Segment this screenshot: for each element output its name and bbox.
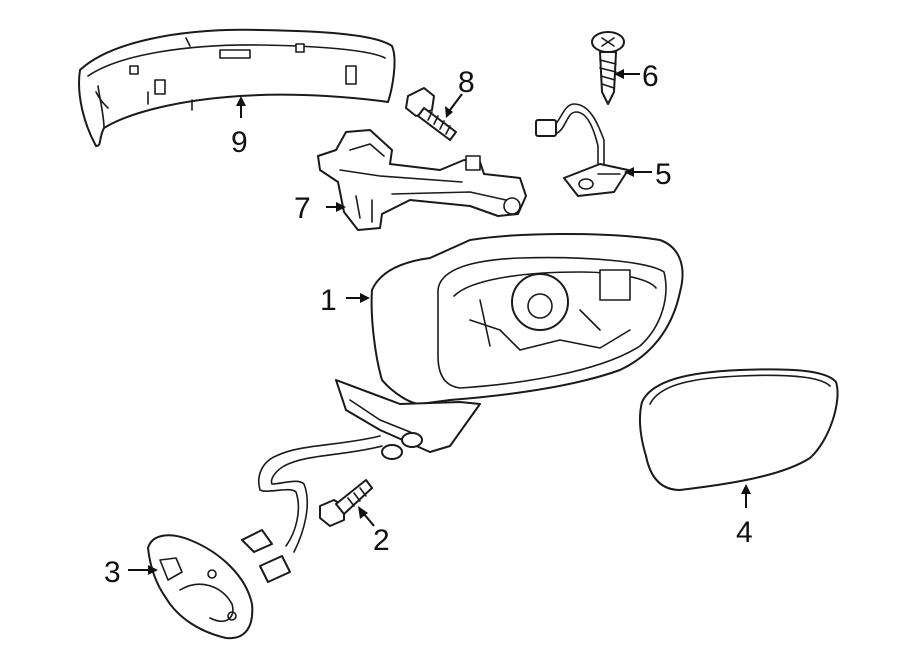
callout-9-label: 9 (231, 126, 248, 159)
callout-6-label: 6 (642, 60, 659, 93)
callout-5-label: 5 (655, 158, 672, 191)
part-8-bolt[interactable] (405, 87, 457, 141)
callout-6: 6 (614, 60, 659, 93)
callout-8: 8 (445, 66, 475, 118)
part-4-mirror-glass[interactable] (638, 368, 839, 491)
callout-2: 2 (358, 506, 390, 557)
wire-harness[interactable] (241, 435, 383, 583)
part-2-bolt[interactable] (319, 479, 373, 527)
part-6-screw[interactable] (591, 31, 625, 105)
callout-1: 1 (320, 284, 370, 317)
callout-7-label: 7 (294, 192, 311, 225)
callout-3-label: 3 (104, 556, 121, 589)
part-1-mirror-housing[interactable] (335, 233, 684, 460)
callout-8-label: 8 (458, 66, 475, 99)
callout-2-label: 2 (373, 524, 390, 557)
callout-3: 3 (104, 556, 158, 589)
callout-5: 5 (624, 158, 672, 191)
callout-4-label: 4 (736, 516, 753, 549)
part-7-bracket[interactable] (317, 129, 527, 231)
callout-9: 9 (231, 96, 248, 159)
part-5-lamp-harness[interactable] (535, 103, 629, 197)
callout-4: 4 (736, 484, 753, 549)
part-3-base-gasket[interactable] (147, 534, 254, 640)
callout-1-label: 1 (320, 284, 337, 317)
callout-7: 7 (294, 192, 346, 225)
part-9-mirror-cover[interactable] (78, 28, 396, 147)
